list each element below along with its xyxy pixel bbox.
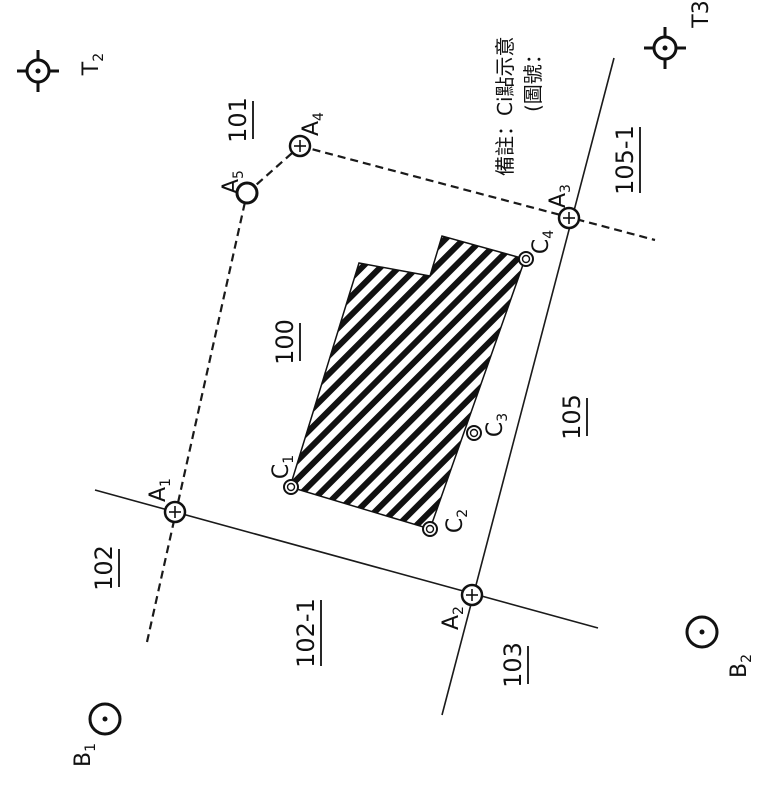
label-c2: C2 — [443, 509, 471, 533]
note-line-2: (圖號： — [521, 44, 545, 112]
parcel-101: 101 — [224, 97, 254, 143]
dashed-line-a4-a3 — [299, 144, 656, 242]
hatched-building — [289, 235, 526, 530]
svg-text:A4: A4 — [299, 112, 327, 136]
svg-text:105-1: 105-1 — [611, 125, 639, 195]
parcel-102-1: 102-1 — [292, 598, 322, 668]
point-b2-mark — [685, 615, 719, 649]
label-a2: A2 — [439, 606, 467, 630]
point-b1-mark — [88, 702, 122, 736]
dashed-line-a5-a4 — [246, 145, 301, 194]
svg-text:C3: C3 — [483, 413, 511, 437]
svg-text:(圖號：: (圖號： — [521, 44, 545, 112]
svg-text:102: 102 — [90, 545, 118, 591]
point-c2-mark — [422, 521, 438, 537]
svg-text:B2: B2 — [727, 654, 755, 678]
svg-text:T3: T3 — [689, 0, 714, 28]
point-c3-mark — [466, 425, 482, 441]
svg-text:C2: C2 — [443, 509, 471, 533]
label-b1: B1 — [71, 743, 99, 767]
control-point-t3 — [644, 27, 686, 69]
svg-text:C1: C1 — [269, 455, 297, 479]
label-b2: B2 — [727, 654, 755, 678]
point-a1-mark — [163, 500, 187, 524]
label-a1: A1 — [146, 478, 174, 502]
label-a3: A3 — [546, 184, 574, 208]
svg-text:A1: A1 — [146, 478, 174, 502]
point-a2-mark — [460, 583, 484, 607]
label-a4: A4 — [299, 112, 327, 136]
parcel-102: 102 — [90, 545, 120, 591]
point-c4-mark — [518, 251, 534, 267]
label-c3: C3 — [483, 413, 511, 437]
svg-text:101: 101 — [224, 97, 252, 143]
svg-text:103: 103 — [499, 642, 527, 688]
svg-text:A3: A3 — [546, 184, 574, 208]
parcel-105: 105 — [558, 394, 588, 440]
control-point-t2 — [17, 50, 59, 92]
label-c1: C1 — [269, 455, 297, 479]
parcel-103: 103 — [499, 642, 529, 688]
point-a5-mark — [235, 181, 259, 205]
dashed-line-a1-a5 — [145, 192, 249, 643]
svg-text:102-1: 102-1 — [292, 598, 320, 668]
point-a3-mark — [557, 206, 581, 230]
label-a5: A5 — [219, 170, 247, 194]
label-c4: C4 — [529, 230, 557, 254]
svg-text:C4: C4 — [529, 230, 557, 254]
parcel-100: 100 — [271, 319, 301, 365]
svg-text:105: 105 — [558, 394, 586, 440]
parcel-105-1: 105-1 — [611, 125, 641, 195]
svg-text:T2: T2 — [79, 53, 107, 76]
point-a4-mark — [288, 134, 312, 158]
note-line-1: 備註：Ci點示意 — [493, 36, 517, 176]
svg-text:A5: A5 — [219, 170, 247, 194]
svg-text:A2: A2 — [439, 606, 467, 630]
svg-text:備註：Ci點示意: 備註：Ci點示意 — [493, 36, 517, 176]
svg-text:100: 100 — [271, 319, 299, 365]
label-t2: T2 — [79, 53, 107, 76]
svg-text:B1: B1 — [71, 743, 99, 767]
label-t3: T3 — [689, 0, 714, 28]
point-c1-mark — [283, 479, 299, 495]
